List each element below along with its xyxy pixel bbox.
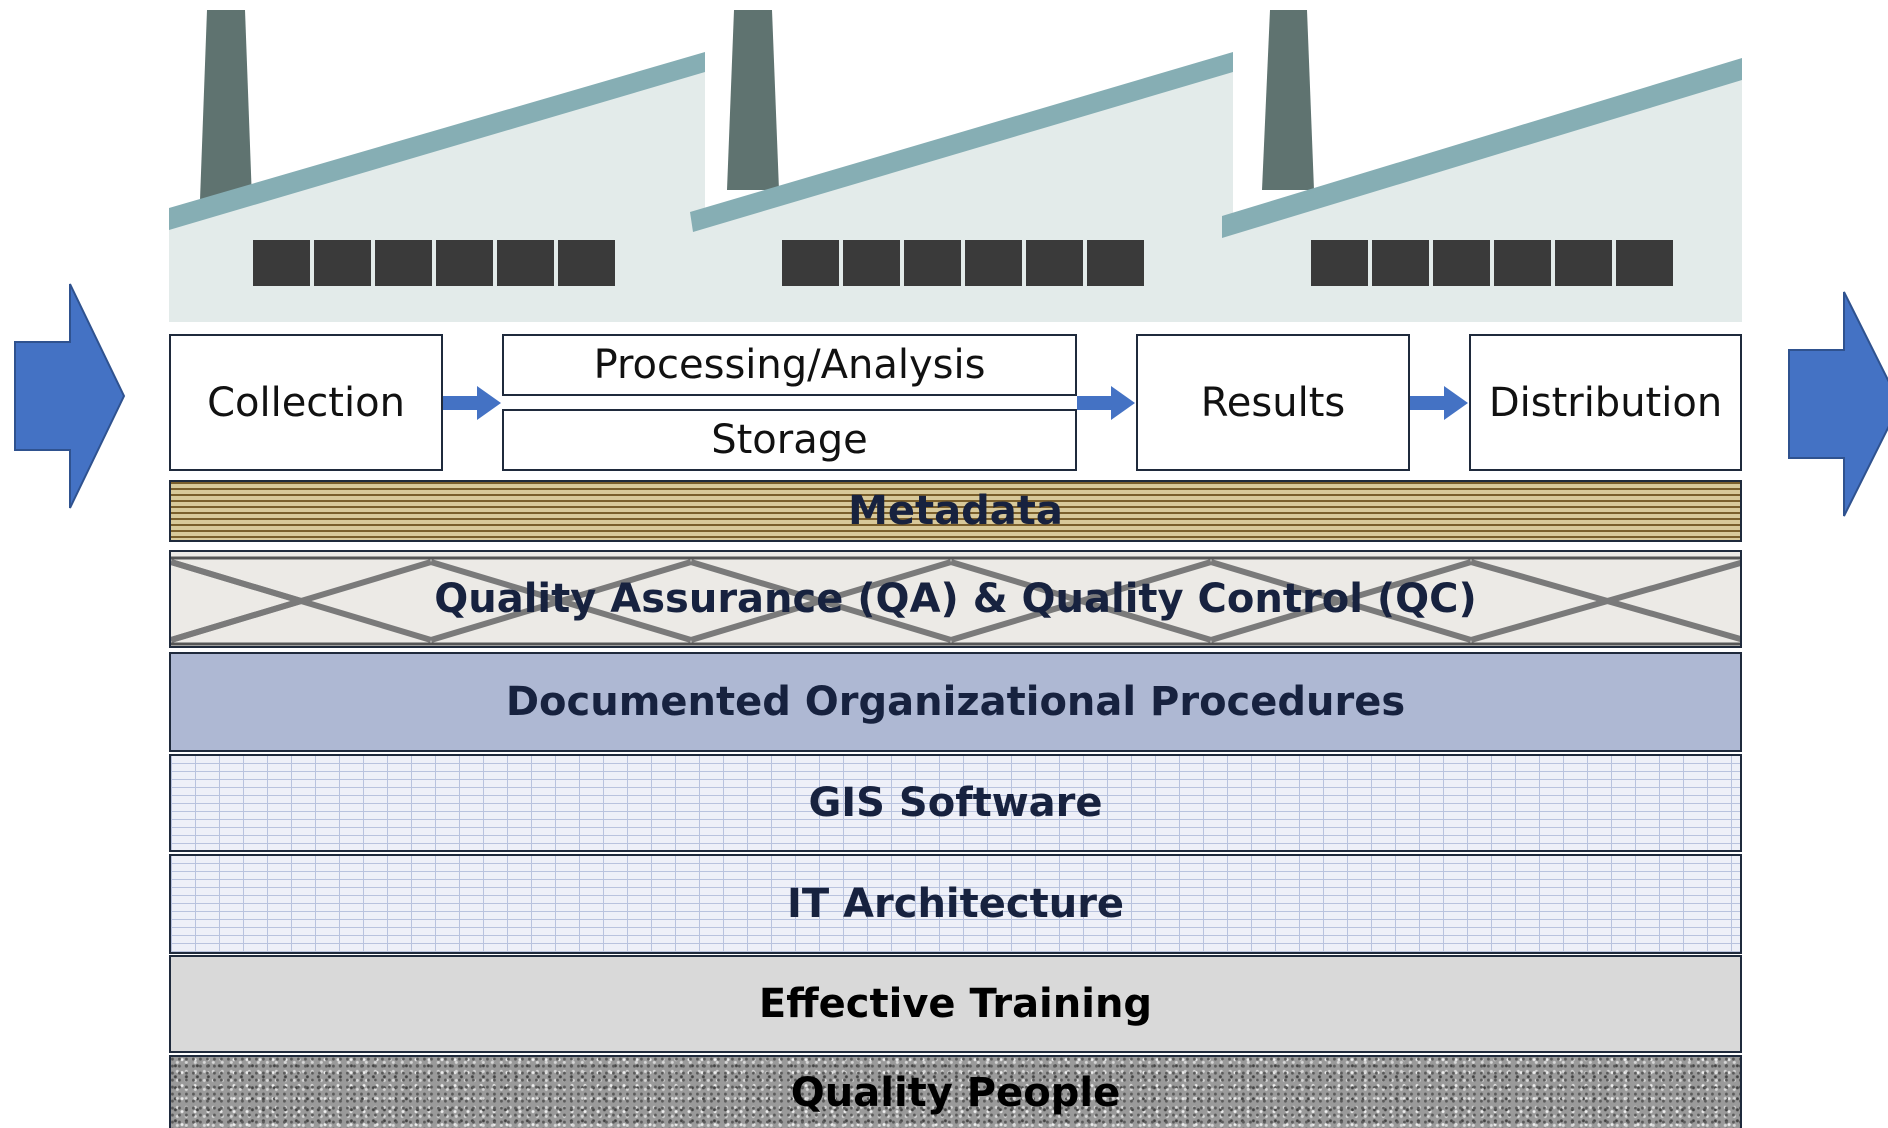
it-architecture-label: IT Architecture [786, 881, 1125, 927]
processing-label: Processing/Analysis [593, 342, 986, 388]
people-layer: Quality People [169, 1055, 1742, 1128]
lattice-pattern [171, 556, 1740, 646]
training-layer: Effective Training [169, 955, 1742, 1053]
qa-qc-label: Quality Assurance (QA) & Quality Control… [434, 576, 1477, 622]
roof-2 [690, 52, 1233, 232]
chimney-1 [200, 10, 252, 200]
flow-arrow-icon [1077, 386, 1135, 420]
output-arrow-icon [1788, 291, 1888, 517]
windows-1 [253, 240, 615, 286]
roof-1 [169, 52, 705, 230]
gis-software-layer: GIS Software [169, 754, 1742, 852]
results-label: Results [1200, 379, 1346, 426]
processing-box: Processing/Analysis [502, 334, 1077, 396]
chimney-2 [727, 10, 779, 190]
procedures-layer: Documented Organizational Procedures [169, 652, 1742, 752]
windows-2 [782, 240, 1144, 286]
it-architecture-layer: IT Architecture [169, 854, 1742, 954]
people-label: Quality People [790, 1069, 1121, 1116]
results-box: Results [1136, 334, 1410, 471]
qa-qc-layer: Quality Assurance (QA) & Quality Control… [169, 550, 1742, 648]
storage-box: Storage [502, 409, 1077, 471]
collection-box: Collection [169, 334, 443, 471]
chimney-3 [1262, 10, 1314, 190]
metadata-layer: Metadata [169, 480, 1742, 542]
storage-label: Storage [711, 417, 868, 463]
flow-arrow-icon [1410, 386, 1468, 420]
procedures-label: Documented Organizational Procedures [505, 679, 1406, 725]
distribution-box: Distribution [1469, 334, 1742, 471]
input-arrow-icon [14, 283, 126, 509]
distribution-label: Distribution [1488, 379, 1723, 426]
factory-illustration [169, 10, 1742, 322]
windows-3 [1311, 240, 1673, 286]
gis-software-label: GIS Software [808, 780, 1103, 826]
roof-3 [1222, 58, 1742, 238]
flow-arrow-icon [443, 386, 501, 420]
collection-label: Collection [207, 379, 405, 426]
metadata-label: Metadata [848, 488, 1063, 534]
training-label: Effective Training [758, 981, 1153, 1027]
